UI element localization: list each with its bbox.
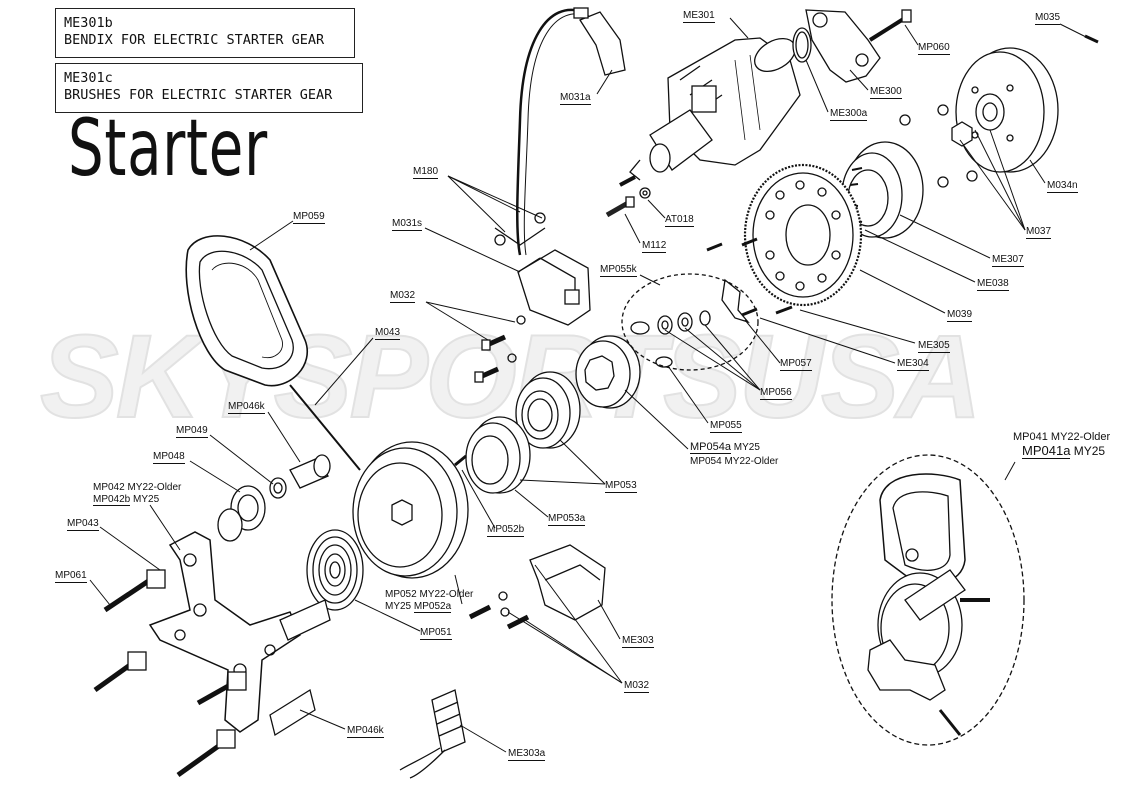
part-label-me305: ME305 — [918, 340, 950, 353]
part-label-m037: M037 — [1026, 226, 1052, 239]
pull-handle-illustration — [185, 235, 308, 387]
ratchet-disc-illustration — [575, 335, 641, 409]
part-label-mp042b: MP042b MY25 — [93, 494, 160, 506]
part-code-mp042b: MP042b — [93, 494, 131, 506]
part-label-mp042: MP042 MY22-Older — [93, 482, 182, 493]
part-label-me300: ME300 — [870, 86, 902, 99]
part-label-mp048: MP048 — [153, 451, 185, 464]
info-box-code: ME301b — [64, 15, 113, 31]
part-label-m180: M180 — [413, 166, 439, 179]
part-label-m112: M112 — [642, 240, 667, 253]
part-code-mp041a: MP041a — [1022, 443, 1071, 459]
part-label-mp055k: MP055k — [600, 264, 637, 277]
starter-motor-illustration — [629, 37, 801, 181]
part-label-mp056: MP056 — [760, 387, 792, 400]
part-label-at018: AT018 — [665, 214, 694, 227]
part-label-m032-top: M032 — [390, 290, 416, 303]
part-label-m039: M039 — [947, 309, 973, 322]
info-box-code: ME301c — [64, 70, 113, 86]
info-box-description: BENDIX FOR ELECTRIC STARTER GEAR — [64, 32, 325, 48]
part-label-mp043: MP043 — [67, 518, 99, 531]
assembly-illustration — [867, 473, 990, 736]
part-variant-mp054a: MY25 — [730, 442, 760, 453]
leader-lines — [89, 17, 1089, 753]
bracket-illustration — [792, 9, 1099, 83]
part-label-m032-bottom: M032 — [624, 680, 650, 693]
mount-bracket-illustration — [93, 531, 331, 778]
watermark: SKYSPORTSUSA — [39, 311, 983, 443]
starter-rope — [289, 384, 361, 471]
part-label-me303: ME303 — [622, 635, 654, 648]
part-label-mp046k-top: MP046k — [228, 401, 265, 414]
bearing-illustrations — [454, 371, 581, 494]
info-box-brushes: ME301c BRUSHES FOR ELECTRIC STARTER GEAR — [55, 63, 363, 113]
part-label-m043: M043 — [375, 327, 401, 340]
part-label-me307: ME307 — [992, 254, 1024, 267]
starter-bolts — [605, 175, 651, 218]
part-label-mp041a: MP041a MY25 — [1022, 443, 1106, 459]
part-label-mp059: MP059 — [293, 211, 325, 224]
part-label-mp052: MP052 MY22-Older — [385, 589, 474, 600]
page-title: Starter — [68, 104, 268, 194]
part-label-mp054a: MP054a MY25 — [690, 441, 760, 454]
rope-pulley-illustration — [352, 441, 469, 579]
part-label-mp055: MP055 — [710, 420, 742, 433]
part-label-m035: M035 — [1035, 12, 1061, 25]
info-box-bendix: ME301b BENDIX FOR ELECTRIC STARTER GEAR — [55, 8, 355, 58]
spark-plug-lead-illustration — [516, 7, 626, 256]
part-code-mp052a: MP052a — [413, 601, 452, 613]
part-label-m034n: M034n — [1047, 180, 1078, 193]
ring-gear-bolts — [706, 237, 793, 317]
part-label-mp052a: MY25 MP052a — [385, 601, 452, 613]
part-label-m031a: M031a — [560, 92, 591, 105]
part-variant-mp052a: MY25 — [385, 601, 414, 612]
regulator-illustration — [399, 689, 466, 779]
part-label-me304: ME304 — [897, 358, 929, 371]
part-label-mp060: MP060 — [918, 42, 950, 55]
cover-illustration — [468, 544, 606, 630]
part-label-me300a: ME300a — [830, 108, 868, 121]
info-box-description: BRUSHES FOR ELECTRIC STARTER GEAR — [64, 87, 333, 103]
part-label-mp046k-bottom: MP046k — [347, 725, 384, 738]
part-label-mp051: MP051 — [420, 627, 452, 640]
pawl-kit-parts — [630, 278, 750, 368]
part-code-mp054a: MP054a — [690, 441, 731, 454]
shaft-parts — [217, 454, 331, 542]
flywheel-illustration — [951, 47, 1059, 173]
part-variant-mp041a: MY25 — [1070, 444, 1106, 458]
part-label-m031s: M031s — [392, 218, 423, 231]
part-label-mp049: MP049 — [176, 425, 208, 438]
part-label-mp053: MP053 — [605, 480, 637, 493]
part-label-mp061: MP061 — [55, 570, 87, 583]
flywheel-nuts — [899, 104, 978, 188]
ring-gear-illustration — [743, 163, 863, 307]
coil-screws — [474, 315, 526, 383]
kit-boundary-mp041 — [831, 454, 1025, 746]
part-label-me301: ME301 — [683, 10, 715, 23]
part-variant-mp042b: MY25 — [130, 494, 160, 505]
part-label-mp057: MP057 — [780, 358, 812, 371]
part-label-mp054: MP054 MY22-Older — [690, 456, 779, 467]
ignition-coil-illustration — [494, 212, 591, 326]
part-label-me038: ME038 — [977, 278, 1009, 291]
part-label-me303a: ME303a — [508, 748, 546, 761]
part-label-mp052b: MP052b — [487, 524, 525, 537]
part-label-mp053a: MP053a — [548, 513, 586, 526]
recoil-spring-illustration — [306, 529, 364, 611]
kit-boundary-mp055k — [621, 273, 759, 371]
part-label-mp041: MP041 MY22-Older — [1013, 431, 1111, 443]
